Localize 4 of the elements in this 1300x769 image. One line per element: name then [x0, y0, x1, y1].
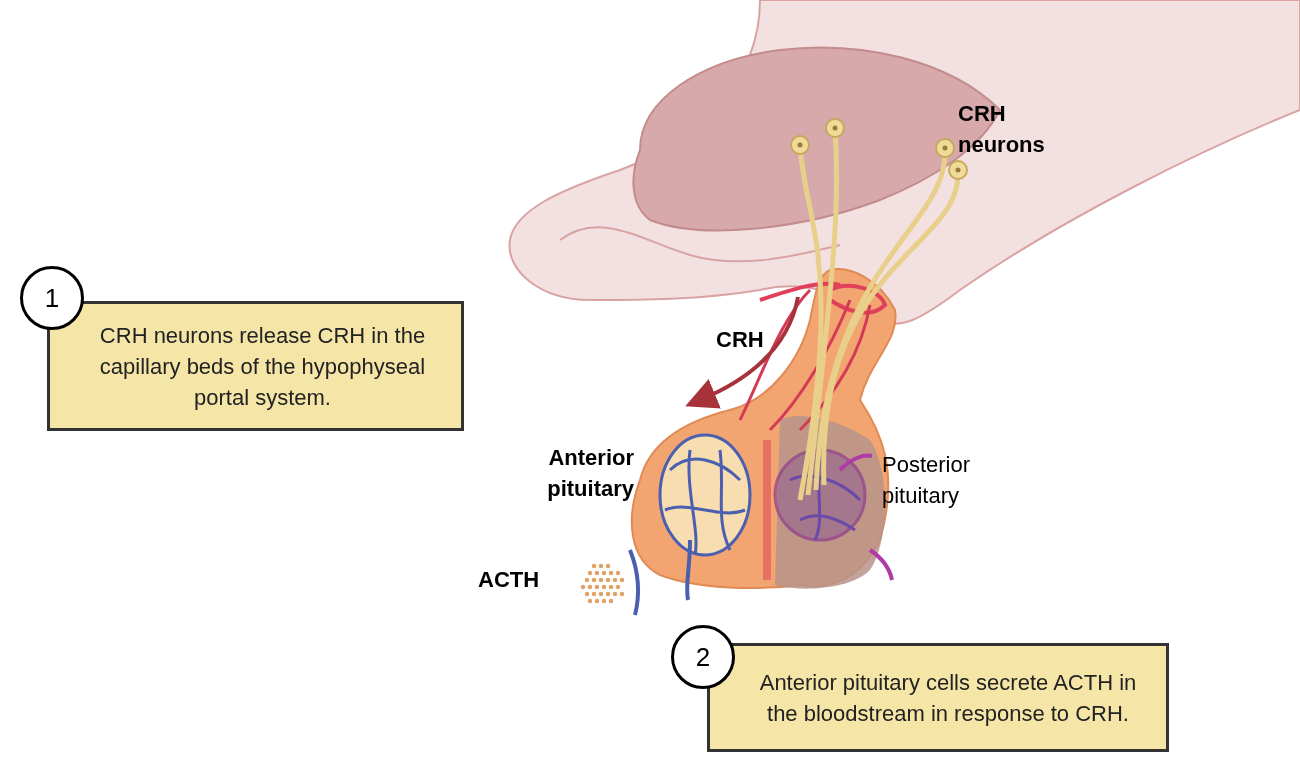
- structure-label: CRH neurons: [958, 100, 1046, 159]
- structure-label: CRH: [716, 326, 765, 354]
- structure-label: ACTH: [478, 566, 541, 594]
- structure-label: Anterior pituitary: [546, 444, 634, 503]
